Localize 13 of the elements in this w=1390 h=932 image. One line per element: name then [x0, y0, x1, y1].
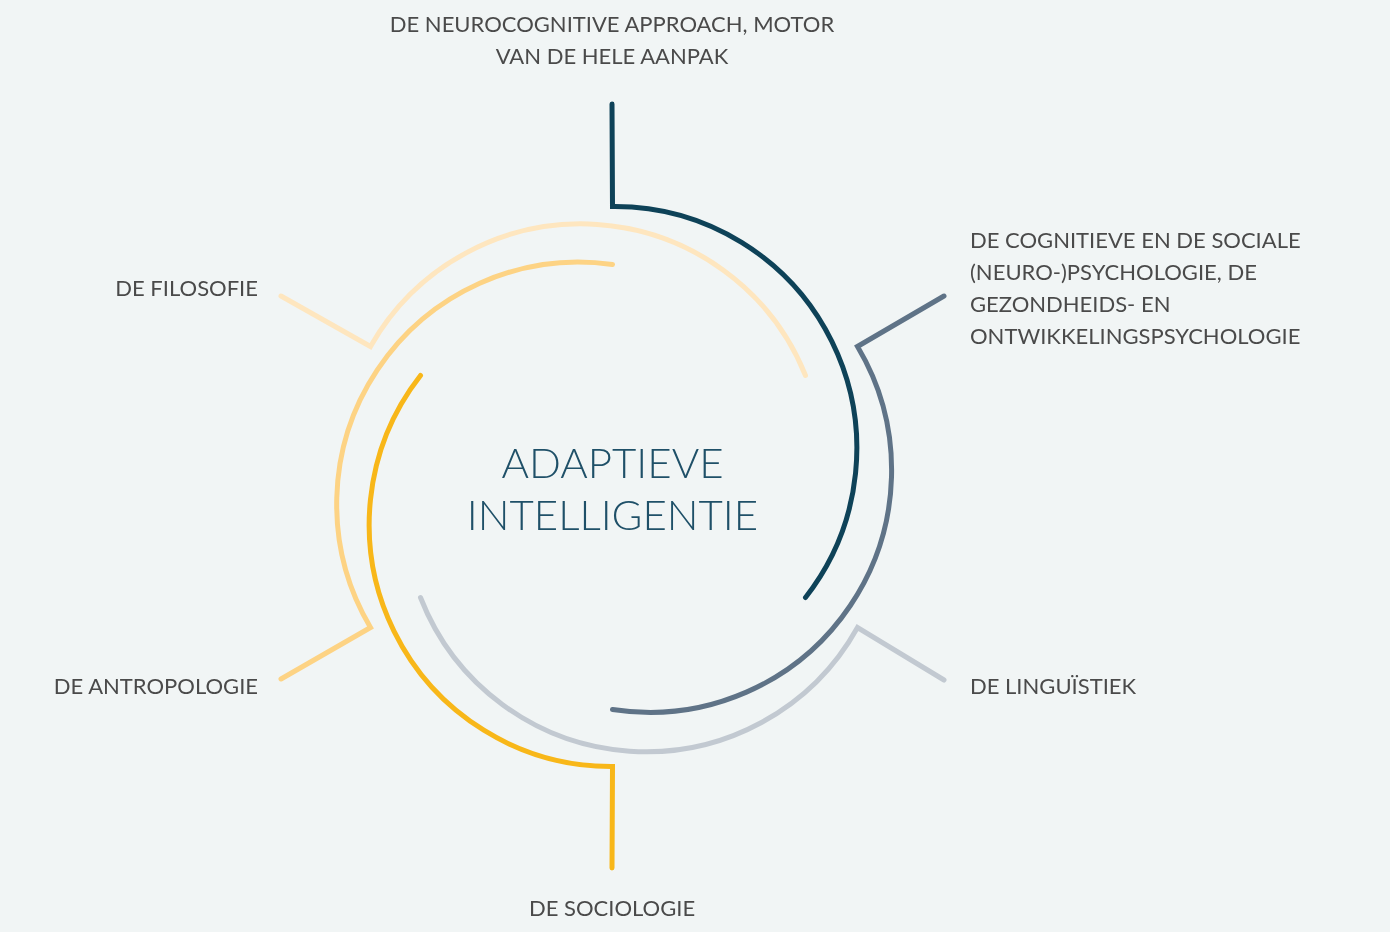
discipline-label: DE NEUROCOGNITIVE APPROACH, MOTOR VAN DE HELE AANPAK: [388, 9, 836, 71]
discipline-label: DE ANTROPOLOGIE: [52, 671, 258, 701]
discipline-label: DE FILOSOFIE: [114, 273, 258, 303]
leader-arc: [278, 221, 808, 378]
discipline-label: DE COGNITIEVE EN DE SOCIALE (NEURO-)PSYCHOLOGIE, DE GEZONDHEIDS- EN ONTWIKKELINGSPSYCHOLOGIE: [970, 225, 1302, 351]
leader-arc: [278, 259, 615, 682]
leader-arc: [366, 373, 615, 871]
leader-arc: [610, 293, 947, 715]
center-title: ADAPTIEVE INTELLIGENTIE: [465, 435, 760, 540]
leader-arc: [609, 101, 860, 600]
leader-arc: [418, 595, 947, 754]
discipline-label: DE SOCIOLOGIE: [527, 893, 697, 923]
discipline-label: DE LINGUÏSTIEK: [970, 671, 1138, 701]
